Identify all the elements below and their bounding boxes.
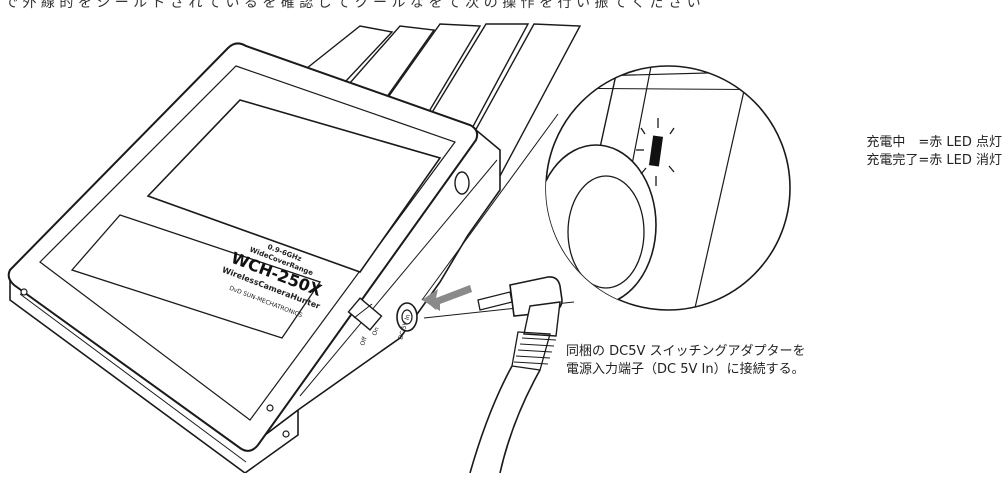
magnified-view xyxy=(545,65,791,311)
switch-on-label: On xyxy=(371,326,380,336)
side-button xyxy=(454,171,470,195)
switch-off-label: Off xyxy=(359,335,369,346)
top-caption: で 外 線 的 を シ ー ル ド さ れ て い る を 確 認 し て ク … xyxy=(4,0,701,11)
adapter-plug xyxy=(469,276,563,474)
antenna-rods xyxy=(290,23,582,177)
device-body xyxy=(7,42,501,474)
adapter-note: 同梱の DC5V スイッチングアダプターを 電源入力端子（DC 5V In）に接… xyxy=(566,343,806,379)
led-glow-rays xyxy=(636,118,675,186)
adapter-note-line2: 電源入力端子（DC 5V In）に接続する。 xyxy=(566,362,805,377)
red-led xyxy=(648,135,664,167)
adapter-note-line1: 同梱の DC5V スイッチングアダプターを xyxy=(566,344,806,359)
led-legend: 充電中 =赤 LED 点灯 充電完了=赤 LED 消灯 xyxy=(866,134,1002,170)
led-legend-complete: 充電完了=赤 LED 消灯 xyxy=(866,153,1002,168)
power-switch xyxy=(347,297,383,331)
insert-arrow-head xyxy=(422,285,472,311)
led-legend-charging: 充電中 =赤 LED 点灯 xyxy=(866,135,1002,150)
